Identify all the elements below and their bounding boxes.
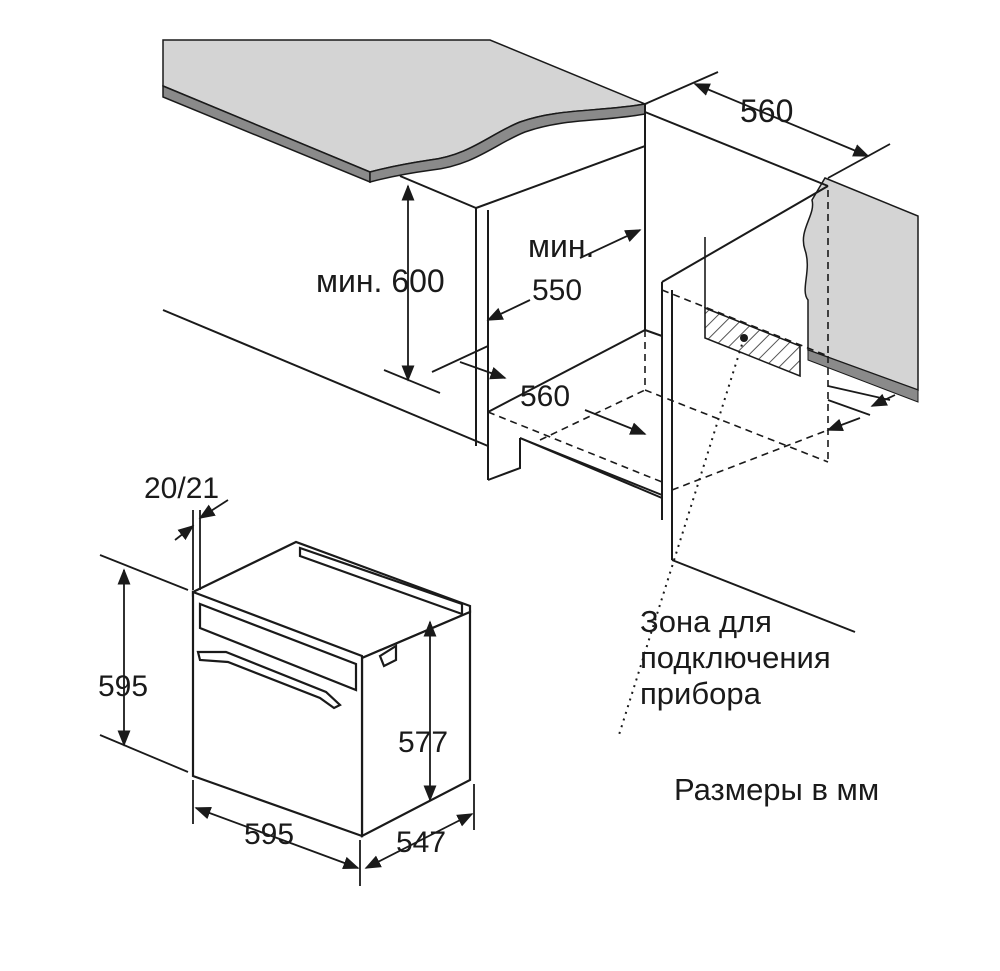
label-height-body: 577 [398, 726, 448, 759]
cabinet-base-front [519, 437, 663, 499]
dim-right-arrow-a [870, 393, 896, 407]
hidden-top-edge [661, 289, 829, 357]
countertop-top-surface [162, 39, 648, 173]
wall-section [802, 177, 919, 403]
oven-control-strip [198, 602, 358, 692]
right-side-panel [661, 185, 829, 283]
dim-top-width-line [693, 83, 870, 157]
dim-top-width-ext-right [827, 143, 891, 179]
countertop [162, 39, 648, 184]
label-width-front: 595 [244, 818, 294, 851]
label-units-note: Размеры в мм [674, 772, 879, 807]
dim-front-width-line [194, 806, 360, 870]
hidden-base-diagonal [671, 429, 829, 491]
oven-side-latch [378, 644, 398, 668]
dim-total-height-ext-bottom [99, 734, 189, 773]
cabinet-niche [162, 104, 856, 633]
dim-top-width-ext-left [644, 71, 719, 105]
hidden-floor-back [644, 389, 829, 463]
connection-zone [617, 237, 801, 739]
dim-right-ext-a [827, 399, 871, 416]
shelf-front [487, 329, 646, 413]
label-panel-gap: 20/21 [144, 472, 219, 505]
oven-dimensions [99, 499, 475, 886]
dim-total-height-ext-top [99, 554, 189, 591]
cabinet-top-rear-left [399, 175, 477, 209]
shelf-side [644, 329, 663, 337]
label-min-depth: 550 [532, 274, 582, 307]
hidden-lines [487, 190, 829, 491]
label-zone-line1: Зона для [640, 604, 772, 639]
label-min-word: мин. [528, 228, 594, 264]
dim-panel-arrow-b [198, 499, 229, 519]
oven [191, 540, 472, 838]
niche-dimensions [383, 71, 896, 435]
right-panel-base [671, 559, 856, 633]
oven-front-panel [191, 590, 364, 838]
oven-top-rim [298, 546, 464, 616]
dim-height-ext-bottom [383, 369, 441, 394]
label-zone-line3: прибора [640, 676, 762, 711]
dim-depth-arrow-b [486, 299, 531, 321]
oven-door-handle [196, 650, 342, 710]
wall-base-strip [807, 349, 919, 403]
dim-depth-arrow-c [459, 361, 507, 380]
hidden-floor-front [487, 411, 663, 483]
connection-zone-hatch [704, 306, 801, 378]
label-inner-width: 560 [520, 380, 570, 413]
label-top-width: 560 [740, 93, 793, 129]
label-min-height: мин. 600 [316, 263, 445, 299]
label-height-total: 595 [98, 670, 148, 703]
dim-body-depth-line [364, 813, 474, 869]
dim-inner-width-arrow [584, 409, 647, 435]
label-zone-line2: подключения [640, 640, 831, 675]
hidden-floor-diagonal [539, 389, 646, 441]
top-rear-line [644, 111, 829, 187]
dim-right-arrow-b [826, 417, 861, 431]
dim-depth-ext [431, 345, 489, 373]
floor-line-left [162, 309, 489, 447]
label-depth-body: 547 [396, 826, 446, 859]
dim-panel-arrow-a [174, 525, 195, 541]
left-panel-base [487, 438, 521, 481]
dim-depth-arrow-a [579, 229, 642, 259]
wall-surface [802, 177, 919, 392]
